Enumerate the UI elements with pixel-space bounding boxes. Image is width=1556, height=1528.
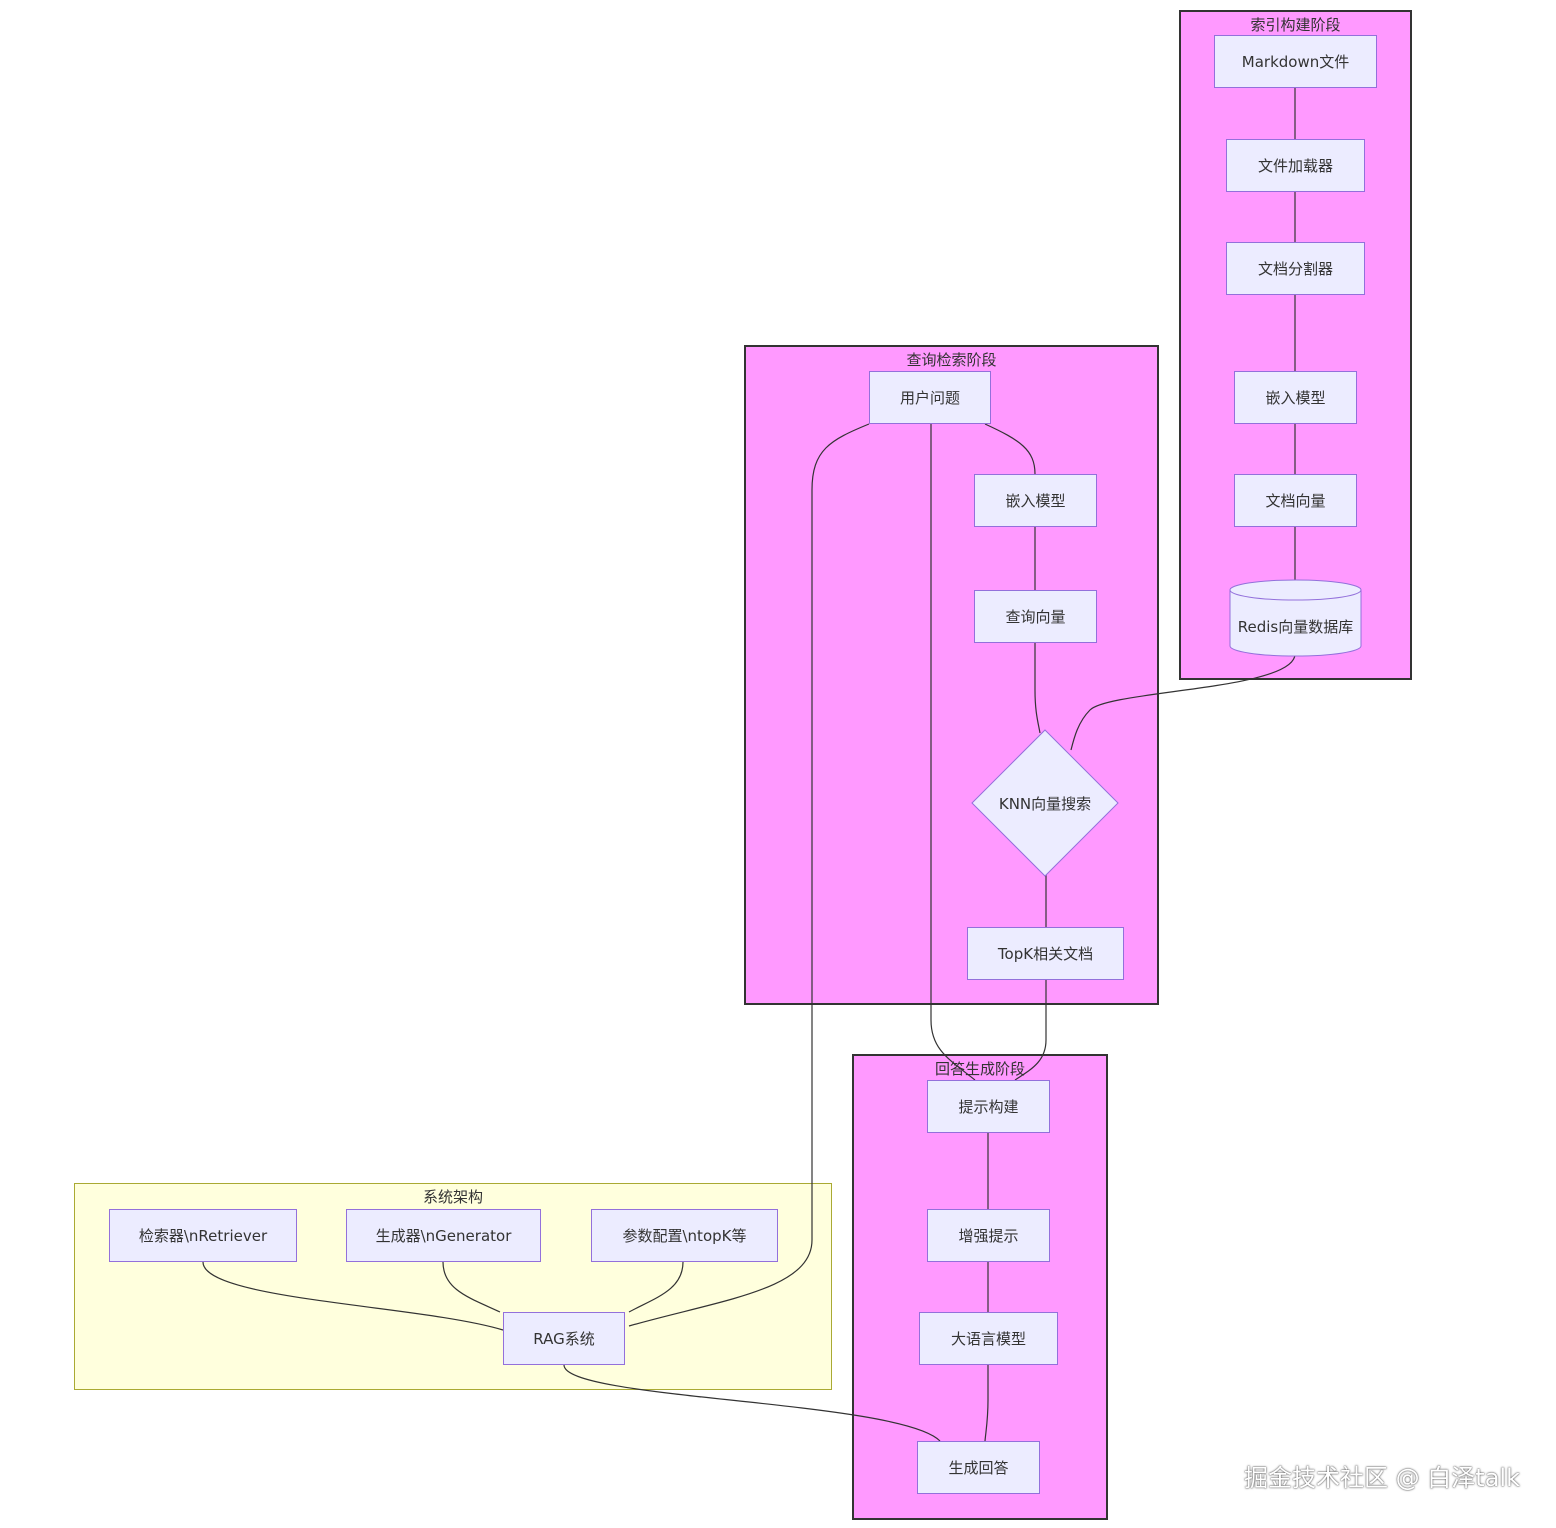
edge-retriever-rag: [202, 1261, 504, 1331]
edge-params-rag: [628, 1261, 684, 1313]
node-user-question[interactable]: 用户问题: [869, 371, 991, 424]
edge-question-prompt: [930, 424, 976, 1081]
cluster-system-architecture-title: 系统架构: [422, 1188, 483, 1206]
edge-generator-rag: [442, 1261, 501, 1313]
node-file-loader[interactable]: 文件加载器: [1226, 139, 1365, 192]
node-llm[interactable]: 大语言模型: [919, 1312, 1058, 1365]
cluster-query-retrieval-title: 查询检索阶段: [906, 351, 997, 369]
node-topk-docs[interactable]: TopK相关文档: [967, 927, 1124, 980]
node-prompt-build[interactable]: 提示构建: [927, 1080, 1050, 1133]
edge-rag-answer: [563, 1364, 941, 1442]
node-generator[interactable]: 生成器\nGenerator: [346, 1209, 541, 1262]
cluster-index-build-title: 索引构建阶段: [1250, 16, 1341, 34]
edge-queryvector-knn: [1034, 643, 1041, 734]
edge-topk-prompt: [1014, 980, 1047, 1081]
watermark-text: 掘金技术社区 @ 白泽talk: [1244, 1464, 1520, 1492]
node-query-vector[interactable]: 查询向量: [974, 590, 1097, 643]
cluster-query-retrieval: 查询检索阶段: [744, 345, 1159, 1005]
edge-redis-knn: [1070, 653, 1296, 751]
node-doc-splitter[interactable]: 文档分割器: [1226, 242, 1365, 295]
node-embedding-model-index[interactable]: 嵌入模型: [1234, 371, 1357, 424]
node-markdown-file[interactable]: Markdown文件: [1214, 35, 1377, 88]
edge-question-rag: [628, 423, 870, 1327]
node-knn-search[interactable]: KNN向量搜索: [998, 794, 1092, 813]
node-doc-vectors[interactable]: 文档向量: [1234, 474, 1357, 527]
node-rag-system[interactable]: RAG系统: [503, 1312, 625, 1365]
node-params-config[interactable]: 参数配置\ntopK等: [591, 1209, 778, 1262]
node-redis-vector-db[interactable]: Redis向量数据库: [1237, 617, 1354, 636]
node-augmented-prompt[interactable]: 增强提示: [927, 1209, 1050, 1262]
edge-question-embed: [984, 423, 1036, 475]
node-generate-answer[interactable]: 生成回答: [917, 1441, 1040, 1494]
cluster-answer-generation-title: 回答生成阶段: [934, 1060, 1025, 1078]
edge-llm-answer: [984, 1365, 989, 1442]
node-embedding-model-query[interactable]: 嵌入模型: [974, 474, 1097, 527]
node-retriever[interactable]: 检索器\nRetriever: [109, 1209, 297, 1262]
redis-cylinder-shape: [1229, 579, 1362, 657]
knn-diamond-shape: [971, 729, 1119, 877]
